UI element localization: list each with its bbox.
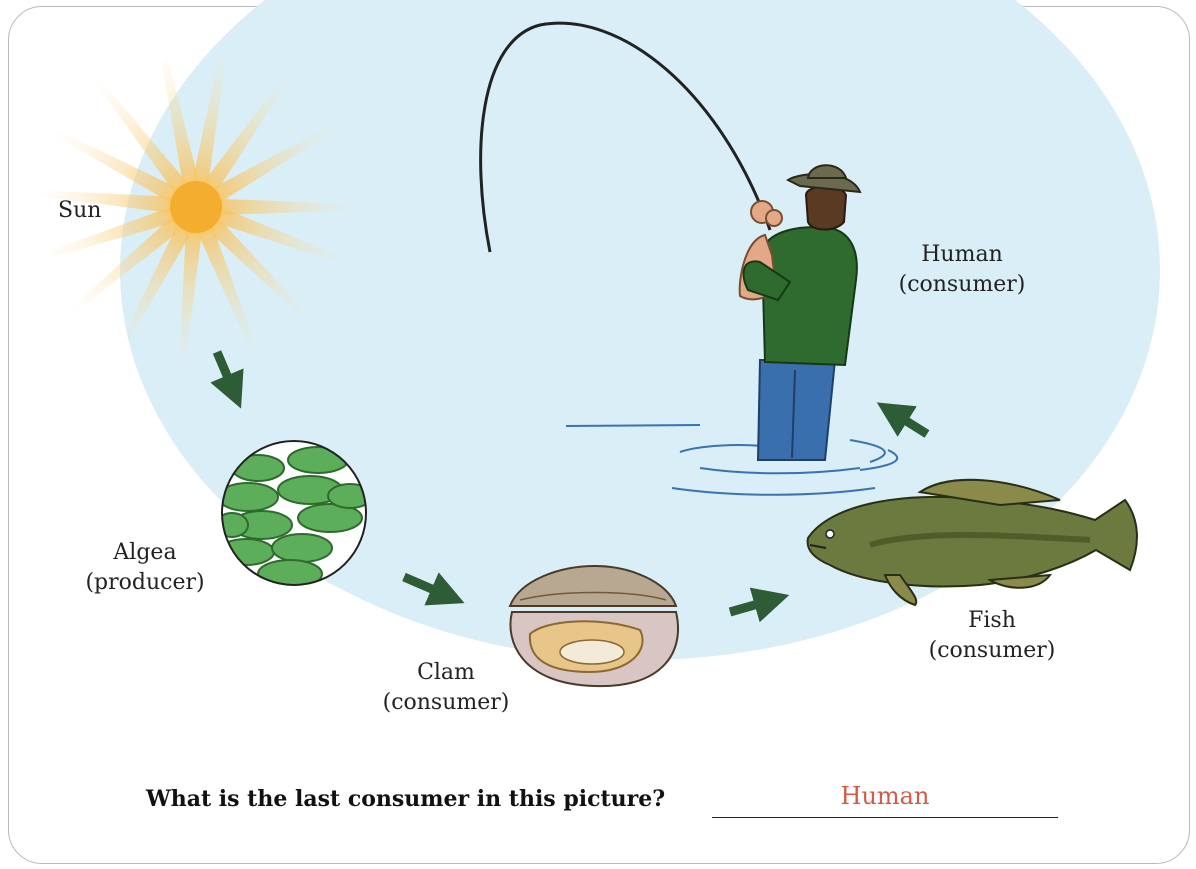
sun-name: Sun xyxy=(58,196,101,226)
human-name: Human xyxy=(892,240,1032,270)
clam-role: (consumer) xyxy=(376,688,516,718)
clam-label: Clam (consumer) xyxy=(376,658,516,718)
human-role: (consumer) xyxy=(892,270,1032,300)
human-label: Human (consumer) xyxy=(892,240,1032,300)
answer-text: Human xyxy=(712,782,1058,810)
fish-label: Fish (consumer) xyxy=(922,606,1062,666)
algea-name: Algea xyxy=(80,538,210,568)
fish-role: (consumer) xyxy=(922,636,1062,666)
question-text: What is the last consumer in this pictur… xyxy=(146,786,665,812)
answer-blank-line xyxy=(712,817,1058,818)
clam-icon xyxy=(510,566,678,686)
algea-label: Algea (producer) xyxy=(80,538,210,598)
sun-label: Sun xyxy=(58,196,101,226)
algea-role: (producer) xyxy=(80,568,210,598)
clam-name: Clam xyxy=(376,658,516,688)
fish-name: Fish xyxy=(922,606,1062,636)
